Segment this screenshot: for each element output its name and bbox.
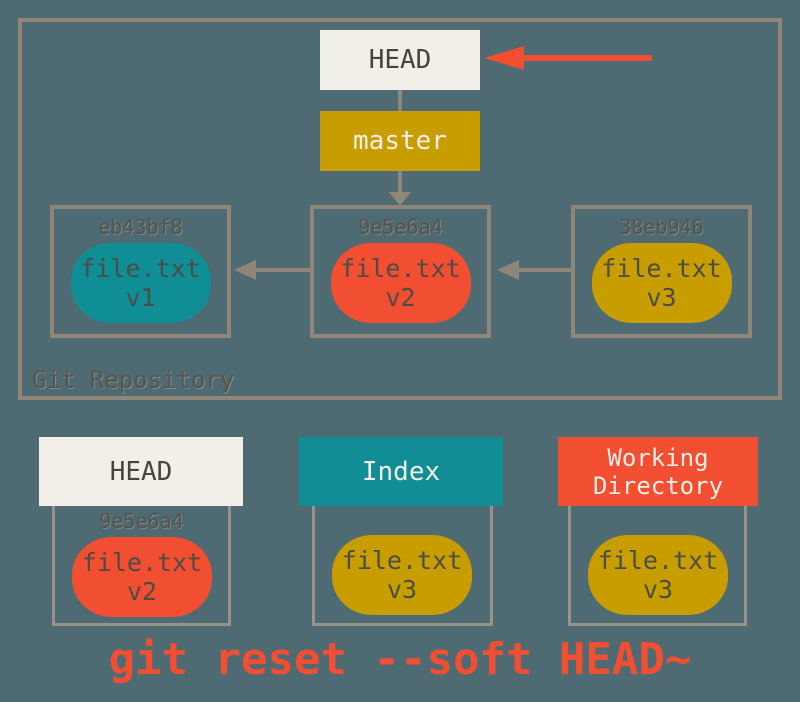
file-version: v2 [385, 283, 416, 312]
branch-box: master [320, 111, 480, 171]
commit-parent-arrowhead-icon [234, 260, 256, 280]
workdir-area-header: Working Directory [558, 437, 758, 506]
file-blob-v3: file.txt v3 [591, 243, 732, 323]
branch-to-commit-arrow-shaft [398, 171, 402, 193]
git-repository-label: Git Repository [32, 366, 235, 394]
commit-parent-arrow-shaft [519, 268, 571, 272]
file-name: file.txt [341, 546, 463, 575]
workdir-file-blob: file.txt v3 [588, 535, 728, 615]
file-version: v2 [126, 577, 158, 606]
file-name: file.txt [80, 254, 201, 283]
head-area-title: HEAD [109, 456, 173, 487]
index-area-header: Index [299, 437, 503, 506]
branch-label: master [353, 126, 447, 156]
file-version: v3 [646, 283, 677, 312]
file-name: file.txt [601, 254, 722, 283]
head-ref-box: HEAD [320, 30, 480, 90]
head-pointer-arrowhead-icon [484, 46, 524, 70]
head-ref-label: HEAD [368, 45, 432, 75]
commit-box-eb43bf8: eb43bf8 file.txt v1 [50, 205, 231, 338]
git-repository-box [18, 18, 782, 400]
head-file-blob: file.txt v2 [72, 537, 212, 617]
head-area-header: HEAD [39, 437, 243, 506]
file-version: v1 [125, 283, 156, 312]
commit-parent-arrow-shaft [256, 268, 310, 272]
commit-hash: 9e5e6a4 [358, 215, 443, 239]
workdir-area-title: Working Directory [592, 443, 724, 500]
file-version: v3 [386, 575, 418, 604]
commit-hash: 38eb946 [619, 215, 704, 239]
index-file-blob: file.txt v3 [332, 535, 472, 615]
head-pointer-arrow-shaft [524, 55, 652, 61]
head-snapshot-hash: 9e5e6a4 [99, 509, 184, 533]
file-version: v3 [642, 575, 674, 604]
file-blob-v1: file.txt v1 [70, 243, 211, 323]
commit-hash: eb43bf8 [98, 215, 183, 239]
commit-box-9e5e6a4: 9e5e6a4 file.txt v2 [310, 205, 491, 338]
head-to-branch-connector [398, 90, 402, 111]
file-blob-v2: file.txt v2 [330, 243, 471, 323]
file-name: file.txt [597, 546, 719, 575]
commit-parent-arrowhead-icon [497, 260, 519, 280]
commit-box-38eb946: 38eb946 file.txt v3 [571, 205, 752, 338]
branch-to-commit-arrowhead-icon [389, 192, 411, 206]
file-name: file.txt [340, 254, 461, 283]
index-area-title: Index [361, 456, 441, 487]
file-name: file.txt [81, 548, 203, 577]
command-caption: git reset --soft HEAD~ [108, 634, 692, 685]
